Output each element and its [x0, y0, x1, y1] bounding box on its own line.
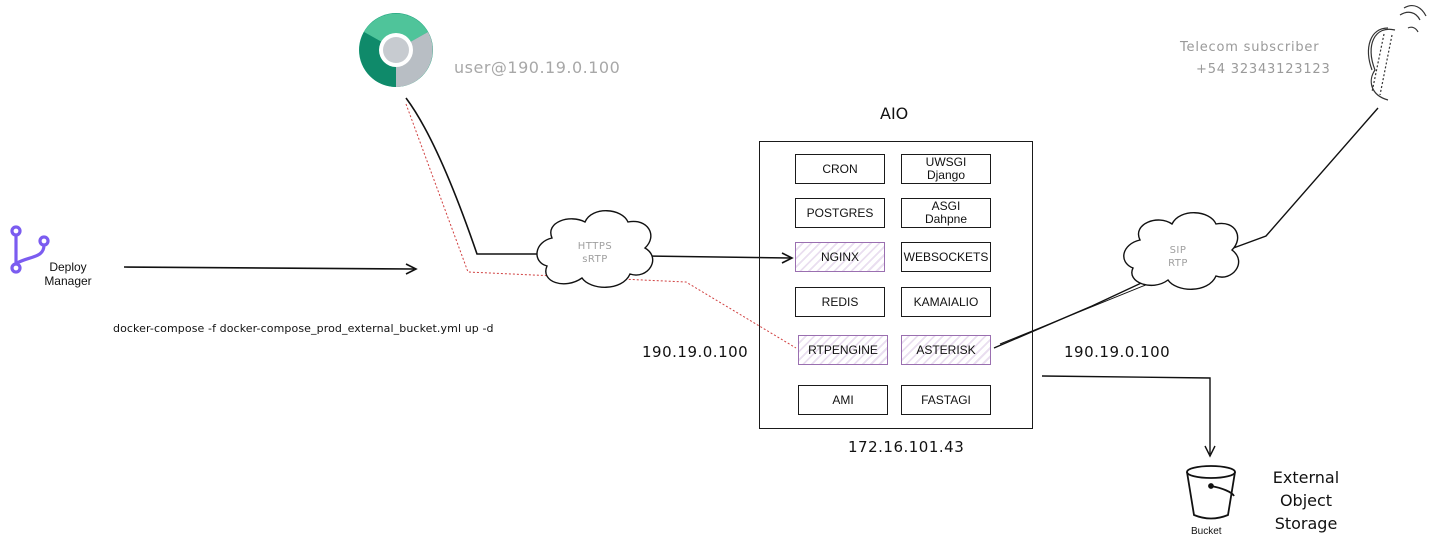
- aio-server-box: [759, 141, 1033, 429]
- https-cloud: [536, 210, 654, 288]
- service-asterisk: ASTERISK: [901, 335, 991, 365]
- aio-to-storage-arrow: [1041, 375, 1211, 454]
- phone-icon: [1367, 4, 1427, 101]
- service-postgres: POSTGRES: [795, 198, 885, 228]
- service-cron: CRON: [795, 154, 885, 184]
- service-websockets: WEBSOCKETS: [901, 242, 991, 272]
- storage-title: External Object Storage: [1272, 468, 1340, 533]
- sip-cloud: [1123, 212, 1240, 290]
- browser-to-cloud-line: [405, 97, 548, 255]
- aio-ip-internal: 172.16.101.43: [848, 438, 965, 456]
- git-branch-icon: [10, 225, 50, 274]
- aio-ip-left: 190.19.0.100: [642, 343, 749, 361]
- service-kamailio: KAMAIALIO: [901, 287, 991, 317]
- service-redis: REDIS: [795, 287, 885, 317]
- nginx-arrowhead: [781, 252, 794, 264]
- service-uwsgi-django: UWSGI Django: [901, 154, 991, 184]
- bucket-label: Bucket: [1191, 526, 1222, 537]
- deploy-command: docker-compose -f docker-compose_prod_ex…: [113, 322, 494, 335]
- service-fastagi: FASTAGI: [901, 385, 991, 415]
- deploy-arrow-line: [123, 266, 415, 270]
- subscriber-number: +54 32343123123: [1196, 62, 1331, 77]
- chrome-icon: [359, 13, 433, 87]
- deploy-manager-label: Deploy Manager: [44, 260, 92, 288]
- service-nginx: NGINX: [795, 242, 885, 272]
- bucket-icon: [1186, 465, 1236, 520]
- deploy-arrowhead: [405, 263, 418, 275]
- subscriber-title: Telecom subscriber: [1180, 40, 1320, 55]
- service-rtpengine: RTPENGINE: [798, 335, 888, 365]
- aio-title: AIO: [880, 104, 909, 123]
- https-cloud-label: HTTPS sRTP: [577, 241, 613, 265]
- aio-ip-right: 190.19.0.100: [1064, 343, 1171, 361]
- cloud-to-nginx-arrow: [644, 255, 791, 259]
- storage-arrowhead: [1204, 445, 1216, 458]
- phone-to-cloud-line: [1227, 107, 1379, 251]
- sip-cloud-label: SIP RTP: [1168, 245, 1188, 269]
- service-ami: AMI: [798, 385, 888, 415]
- cloud-to-asterisk-line: [993, 277, 1153, 349]
- browser-user-label: user@190.19.0.100: [454, 58, 621, 77]
- service-asgi-dahpne: ASGI Dahpne: [901, 198, 991, 228]
